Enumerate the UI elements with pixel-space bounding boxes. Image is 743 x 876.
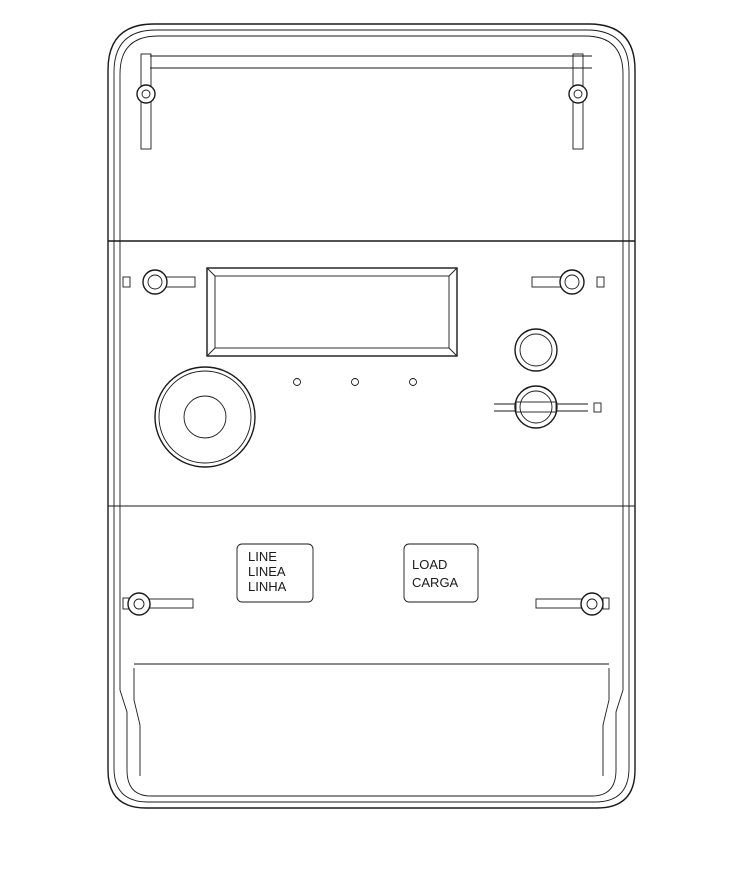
right-cover-screw bbox=[531, 269, 605, 295]
line-label-2: LINEA bbox=[248, 564, 286, 579]
line-label-1: LINE bbox=[248, 549, 277, 564]
meter-housing bbox=[107, 23, 636, 809]
indicator-leds bbox=[293, 378, 417, 386]
lcd-display-window bbox=[206, 267, 458, 357]
top-left-mounting-screw bbox=[136, 53, 156, 150]
led-2 bbox=[351, 378, 359, 386]
load-label-1: LOAD bbox=[412, 557, 447, 572]
line-terminal-label: LINE LINEA LINHA bbox=[236, 543, 314, 603]
led-1 bbox=[293, 378, 301, 386]
sealable-knob bbox=[494, 385, 602, 429]
line-label-3: LINHA bbox=[248, 579, 287, 594]
bottom-left-mounting-screw bbox=[122, 592, 194, 616]
push-button bbox=[514, 328, 558, 372]
load-terminal-label: LOAD CARGA bbox=[403, 543, 479, 603]
bottom-right-mounting-screw bbox=[535, 592, 610, 616]
top-right-mounting-screw bbox=[568, 53, 588, 150]
left-cover-screw bbox=[122, 269, 196, 295]
panel-divisions bbox=[108, 240, 635, 665]
led-3 bbox=[409, 378, 417, 386]
optical-port bbox=[154, 366, 256, 468]
load-label-2: CARGA bbox=[412, 575, 459, 590]
